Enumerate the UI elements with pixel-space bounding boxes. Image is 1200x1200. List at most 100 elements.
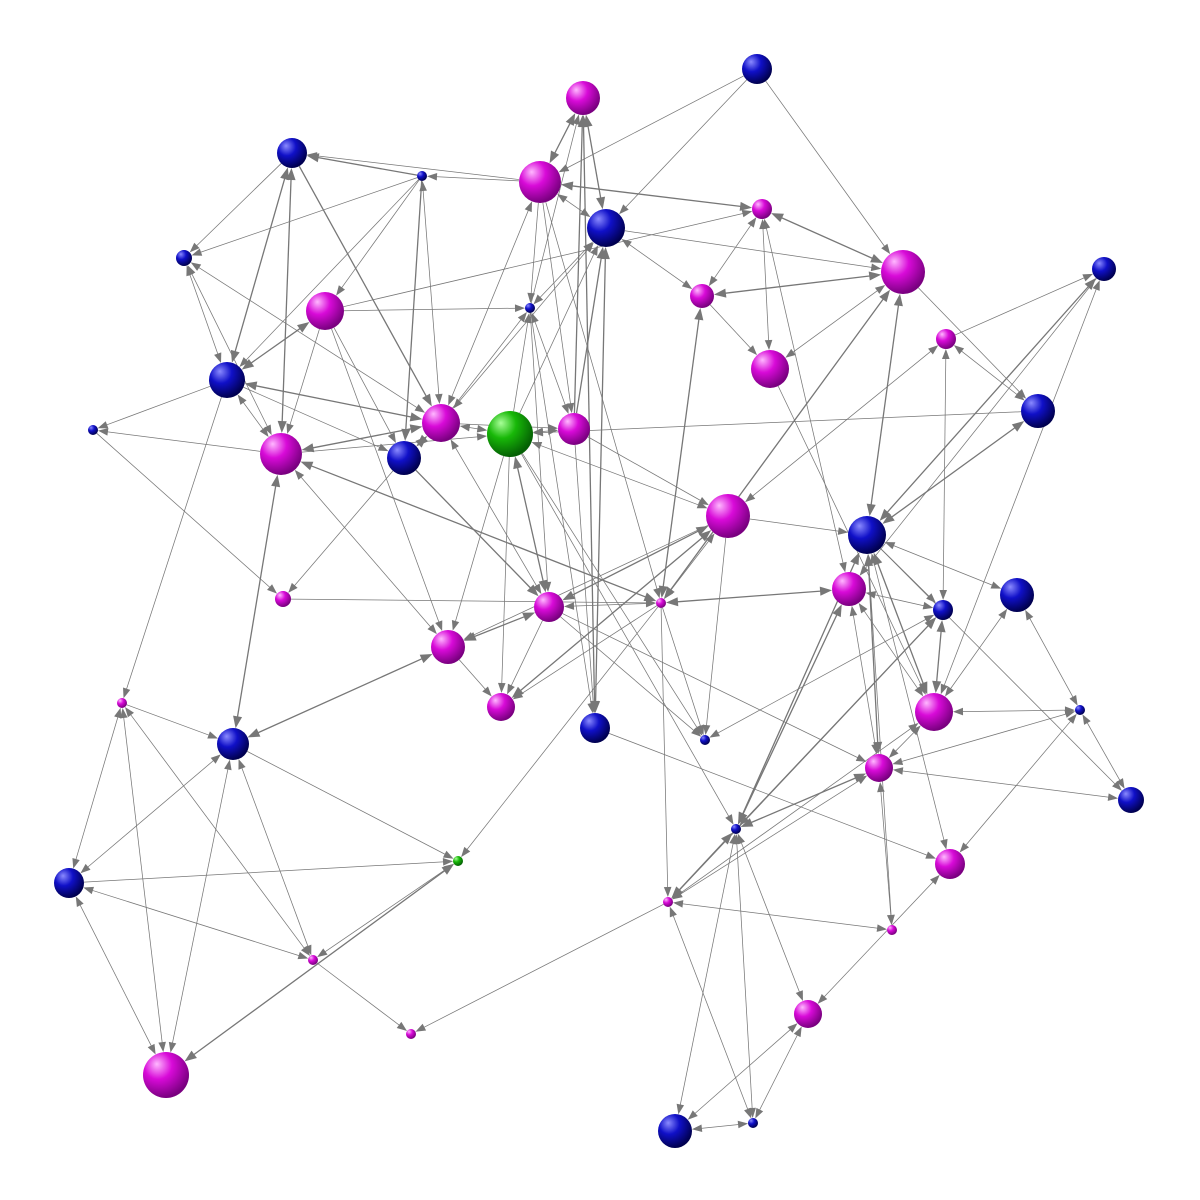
arrowhead — [924, 617, 937, 630]
node-blue[interactable] — [700, 735, 710, 745]
node-blue[interactable] — [1092, 257, 1116, 281]
node-blue[interactable] — [848, 516, 886, 554]
node-blue[interactable] — [217, 728, 249, 760]
edge — [512, 605, 658, 700]
node-magenta[interactable] — [275, 591, 291, 607]
node-blue[interactable] — [748, 1118, 758, 1128]
node-magenta[interactable] — [832, 572, 866, 606]
arrowhead — [214, 352, 222, 364]
edge — [419, 180, 443, 405]
node-magenta[interactable] — [534, 592, 564, 622]
node-blue[interactable] — [1118, 787, 1144, 813]
node-magenta[interactable] — [566, 81, 600, 115]
edge — [859, 278, 1097, 576]
arrowhead — [75, 896, 84, 908]
edge — [343, 304, 526, 313]
arrowhead — [461, 846, 471, 858]
arrowhead — [871, 743, 879, 755]
arrowhead — [832, 604, 842, 618]
node-magenta[interactable] — [519, 161, 561, 203]
arrowhead — [233, 715, 243, 729]
node-blue[interactable] — [731, 824, 741, 834]
edge — [247, 751, 454, 859]
arrowhead — [621, 238, 632, 248]
arrowhead — [533, 294, 544, 305]
node-magenta[interactable] — [431, 630, 465, 664]
arrowhead — [747, 217, 757, 228]
edge — [343, 209, 753, 308]
edge — [126, 704, 218, 739]
node-blue[interactable] — [742, 54, 772, 84]
edge — [448, 201, 533, 406]
edge — [591, 246, 610, 714]
node-magenta[interactable] — [865, 754, 893, 782]
node-blue[interactable] — [1000, 578, 1034, 612]
arrowhead — [887, 914, 895, 926]
arrowhead — [434, 393, 443, 405]
edge — [702, 537, 727, 736]
edge — [497, 456, 510, 694]
arrowhead — [817, 993, 828, 1004]
arrowhead — [189, 242, 200, 253]
arrowhead — [526, 584, 539, 597]
node-magenta[interactable] — [663, 897, 673, 907]
node-magenta[interactable] — [558, 413, 590, 445]
node-blue[interactable] — [277, 138, 307, 168]
arrowhead — [578, 114, 589, 128]
arrowhead — [523, 312, 532, 324]
node-blue[interactable] — [933, 600, 953, 620]
node-blue[interactable] — [417, 171, 427, 181]
node-blue[interactable] — [88, 425, 98, 435]
node-green[interactable] — [487, 411, 533, 457]
arrowhead — [740, 818, 754, 828]
node-magenta[interactable] — [406, 1029, 416, 1039]
node-magenta[interactable] — [306, 292, 344, 330]
arrowhead — [932, 680, 942, 694]
edge — [557, 194, 591, 218]
arrowhead — [409, 412, 423, 422]
node-magenta[interactable] — [487, 693, 515, 721]
arrowhead — [267, 584, 278, 594]
node-magenta[interactable] — [915, 693, 953, 731]
node-blue[interactable] — [176, 250, 192, 266]
node-magenta[interactable] — [935, 849, 965, 879]
arrowhead — [387, 432, 396, 444]
node-magenta[interactable] — [706, 494, 750, 538]
edge — [733, 833, 756, 1119]
node-magenta[interactable] — [887, 925, 897, 935]
node-magenta[interactable] — [308, 955, 318, 965]
edge — [817, 874, 940, 1004]
arrowhead — [696, 724, 705, 736]
node-blue[interactable] — [1075, 705, 1085, 715]
node-blue[interactable] — [587, 209, 625, 247]
arrowhead — [795, 990, 803, 1001]
node-magenta[interactable] — [752, 199, 772, 219]
arrowhead — [925, 851, 936, 859]
node-magenta[interactable] — [656, 598, 666, 608]
node-blue[interactable] — [54, 868, 84, 898]
node-magenta[interactable] — [794, 1000, 822, 1028]
node-blue[interactable] — [525, 303, 535, 313]
node-magenta[interactable] — [881, 250, 925, 294]
node-magenta[interactable] — [936, 329, 956, 349]
node-blue[interactable] — [387, 441, 421, 475]
edge — [189, 163, 282, 253]
node-magenta[interactable] — [690, 284, 714, 308]
edge — [529, 312, 552, 593]
arrowhead — [168, 1041, 177, 1053]
node-magenta[interactable] — [422, 404, 460, 442]
node-magenta[interactable] — [751, 350, 789, 388]
node-magenta[interactable] — [143, 1052, 189, 1098]
arrowhead — [785, 348, 796, 358]
node-blue[interactable] — [658, 1114, 692, 1148]
node-blue[interactable] — [209, 362, 245, 398]
node-blue[interactable] — [1021, 394, 1055, 428]
node-blue[interactable] — [580, 713, 610, 743]
edge — [191, 177, 418, 256]
arrowhead — [664, 588, 674, 600]
edge — [953, 345, 1025, 401]
node-green[interactable] — [453, 856, 463, 866]
edge — [97, 385, 211, 429]
node-magenta[interactable] — [260, 433, 302, 475]
node-magenta[interactable] — [117, 698, 127, 708]
